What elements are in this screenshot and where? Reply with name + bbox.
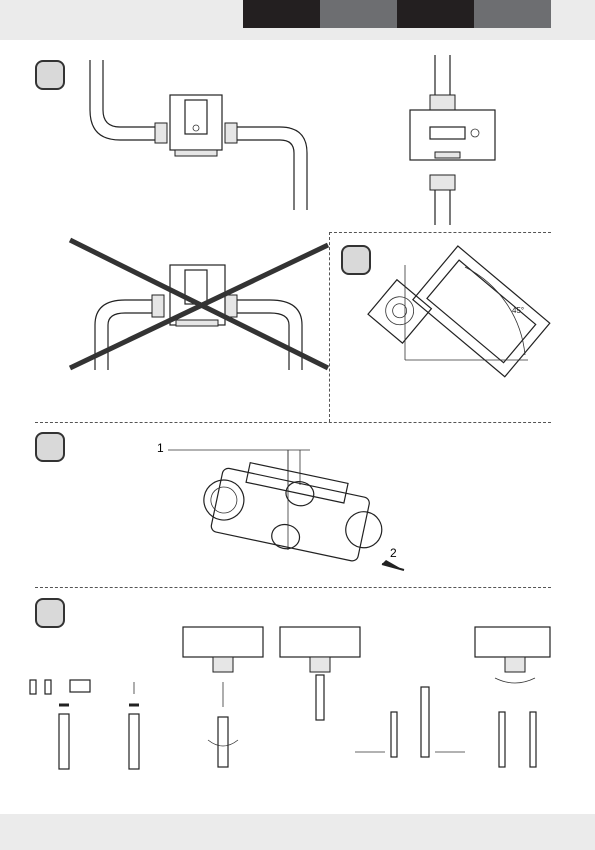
step-marker-1 bbox=[35, 60, 65, 90]
figure-sensor-sequence bbox=[25, 612, 545, 787]
angle-label: 45° bbox=[512, 306, 524, 315]
step-marker-3 bbox=[35, 432, 65, 462]
figure-horizontal-install bbox=[85, 55, 325, 215]
figure-wrong-install bbox=[70, 240, 330, 380]
section-divider-top bbox=[329, 232, 551, 233]
footer-band bbox=[0, 814, 595, 850]
header-tab-1 bbox=[243, 0, 320, 28]
section-divider-lower bbox=[35, 587, 551, 588]
header-tab-3 bbox=[397, 0, 474, 28]
callout-1-label: 1 bbox=[157, 441, 164, 455]
header-tab-2 bbox=[320, 0, 397, 28]
callout-2-label: 2 bbox=[390, 546, 397, 560]
section-divider-middle bbox=[35, 422, 551, 423]
header-tab-4 bbox=[474, 0, 551, 28]
figure-vertical-install bbox=[405, 55, 505, 230]
figure-flow-direction bbox=[160, 440, 410, 580]
figure-tilt-angle: 45° bbox=[360, 245, 550, 415]
